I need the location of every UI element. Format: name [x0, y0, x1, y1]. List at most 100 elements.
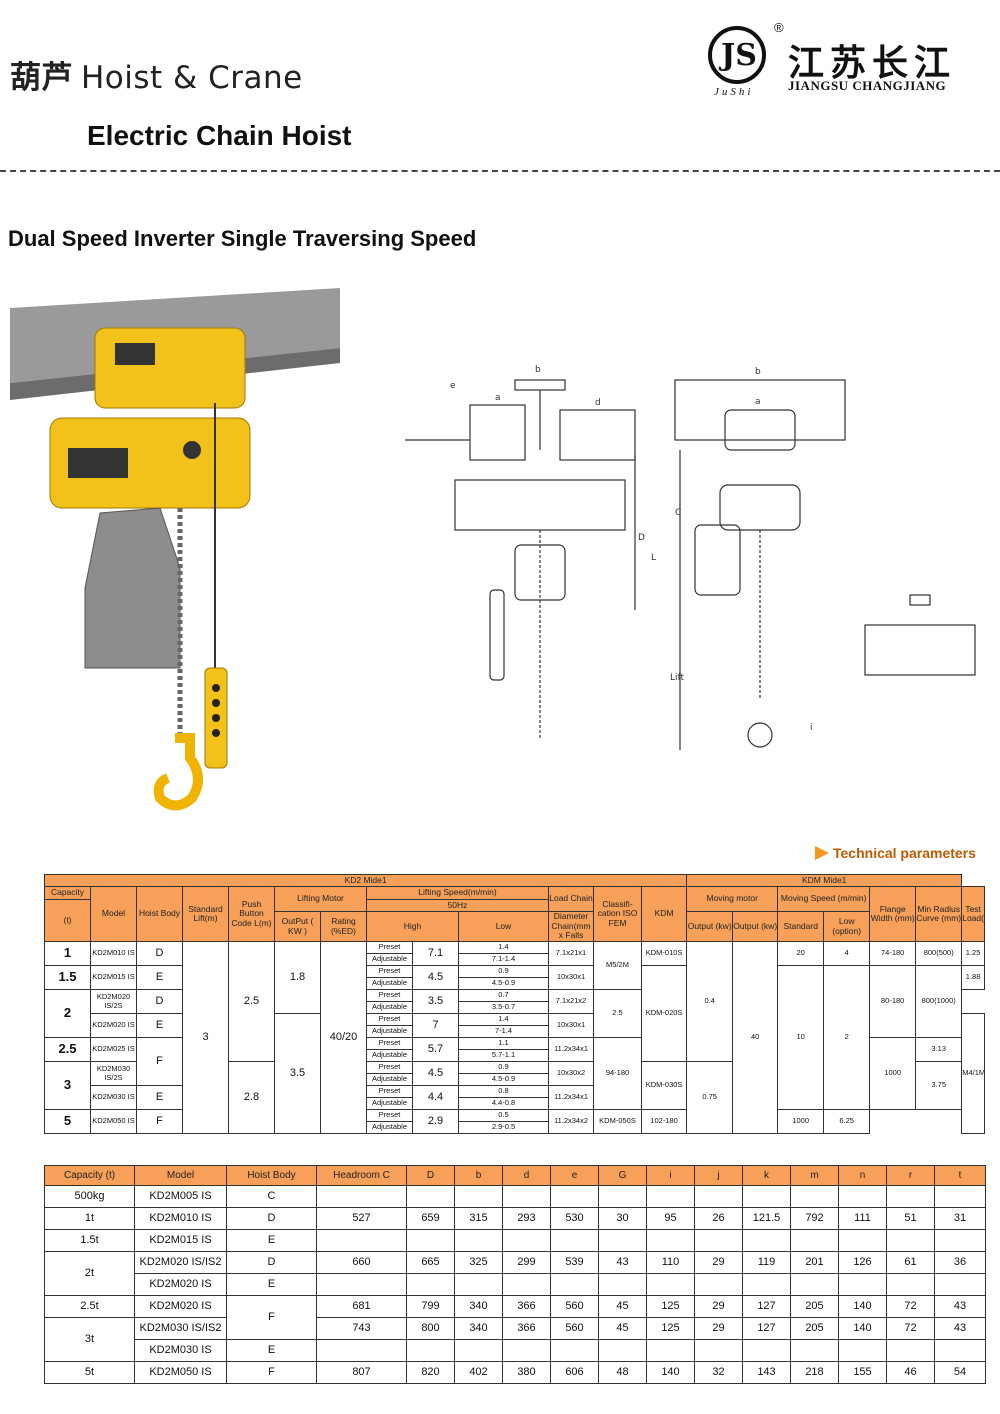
- t2-empty: [550, 1229, 599, 1252]
- t2-empty: [406, 1273, 455, 1296]
- t2-cell: 820: [406, 1361, 455, 1384]
- t2-cell: 45: [598, 1295, 647, 1318]
- high-header: High: [366, 911, 459, 942]
- dim-label-C: C: [675, 508, 681, 518]
- t2-cell: 366: [502, 1295, 551, 1318]
- preset-5: Preset: [366, 1037, 413, 1050]
- dim-label-L: L: [651, 553, 656, 563]
- t2-empty: [934, 1339, 986, 1362]
- t2-empty: [316, 1229, 407, 1252]
- t2-empty: [694, 1229, 743, 1252]
- low-preset-7: 0.8: [458, 1085, 549, 1098]
- kdm-2: KDM-020S: [640, 965, 688, 1062]
- flange-1: 74-180: [869, 941, 917, 966]
- t2-empty: [502, 1185, 551, 1208]
- mm-output2-header: Output (kw): [732, 911, 779, 942]
- t2-cell: 43: [934, 1317, 986, 1340]
- front-bag: [694, 524, 741, 596]
- rating: 40/20: [320, 941, 367, 1134]
- t2-empty: [646, 1229, 695, 1252]
- test-load-1: 1.25: [961, 941, 985, 966]
- high-2: 4.5: [412, 965, 459, 990]
- class-2: M4/1M: [961, 1013, 985, 1134]
- t2-cell: 51: [886, 1207, 935, 1230]
- t2-cap-500kg: 500kg: [44, 1185, 135, 1208]
- t2-empty: [646, 1339, 695, 1362]
- t2-body: E: [226, 1273, 317, 1296]
- model-8: KD2M050 IS: [90, 1109, 137, 1134]
- cap-6: 5: [44, 1109, 91, 1134]
- push-button-header: Push Button Code L(m): [228, 886, 275, 942]
- cap-3: 2: [44, 989, 91, 1038]
- brand-badge: [183, 441, 201, 459]
- t2-empty: [790, 1229, 839, 1252]
- speed-low-1: 4: [823, 941, 871, 966]
- t2-empty: [934, 1185, 986, 1208]
- technical-drawing: b a d e L D C Lift i b a: [405, 365, 976, 750]
- header-title-en: Hoist & Crane: [81, 60, 303, 96]
- chain-2: 10x30x1: [548, 965, 594, 990]
- logo-brand: JuShi: [714, 86, 754, 98]
- low-adj-7: 4.4-0.8: [458, 1097, 549, 1110]
- test-load-header: Test Load(t): [961, 886, 985, 942]
- t2-empty: [502, 1339, 551, 1362]
- hoist-body-header: Hoist Body: [136, 886, 183, 942]
- t2-cell: 125: [646, 1317, 695, 1340]
- t2-model: KD2M030 IS/IS2: [134, 1317, 227, 1340]
- test-load-3: 2.5: [593, 989, 642, 1038]
- t2-empty: [598, 1229, 647, 1252]
- high-3: 3.5: [412, 989, 459, 1014]
- t2-cap-1-5t: 1.5t: [44, 1229, 135, 1252]
- t2-empty: [550, 1185, 599, 1208]
- t2-header-body: Hoist Body: [226, 1165, 317, 1186]
- front-wheels: [724, 409, 796, 451]
- preset-3: Preset: [366, 989, 413, 1002]
- pendant-btn-3: [212, 714, 220, 722]
- t2-body: F: [226, 1295, 317, 1340]
- t2-empty: [838, 1273, 887, 1296]
- t2-cell: 121.5: [742, 1207, 791, 1230]
- adjustable-3: Adjustable: [366, 1001, 413, 1014]
- t2-empty: [406, 1339, 455, 1362]
- t2-empty: [646, 1273, 695, 1296]
- spec-table-kd2: KD2 Mide1 KDM Mide1 Capacity Model Hoist…: [43, 874, 985, 1134]
- kd2-group-header: KD2 Mide1: [43, 874, 688, 887]
- t2-cell: 807: [316, 1361, 407, 1384]
- t2-cap-1t: 1t: [44, 1207, 135, 1230]
- t2-header-headroom: Headroom C: [316, 1165, 407, 1186]
- t2-cell: 293: [502, 1207, 551, 1230]
- t2-cell: 155: [838, 1361, 887, 1384]
- t2-cell: 799: [406, 1295, 455, 1318]
- chain-1: 7.1x21x1: [548, 941, 594, 966]
- t2-cell: 127: [742, 1295, 791, 1318]
- adjustable-8: Adjustable: [366, 1121, 413, 1134]
- t2-model: KD2M010 IS: [134, 1207, 227, 1230]
- t2-cell: 43: [598, 1251, 647, 1274]
- t2-model: KD2M050 IS: [134, 1361, 227, 1384]
- company-logo: JS ® 江苏长江 JIANGSU CHANGJIANG JuShi: [708, 20, 988, 100]
- low-header: Low: [458, 911, 549, 942]
- hz-header: 50Hz: [366, 899, 549, 912]
- chain-5: 11.2x34x1: [548, 1037, 594, 1062]
- adjustable-5: Adjustable: [366, 1049, 413, 1062]
- speed-standard-header: Standard: [777, 911, 825, 942]
- t2-body: D: [226, 1207, 317, 1230]
- t2-cap-5t: 5t: [44, 1361, 135, 1384]
- model-3: KD2M020 IS/2S: [90, 989, 137, 1014]
- t2-cell: 380: [502, 1361, 551, 1384]
- classification-header: Classifi-cation ISO FEM: [593, 886, 642, 942]
- body-4: E: [136, 1013, 183, 1038]
- t2-empty: [406, 1185, 455, 1208]
- t2-cell: 46: [886, 1361, 935, 1384]
- hoist-body: [49, 417, 251, 509]
- t2-empty: [502, 1273, 551, 1296]
- side-gear: [559, 409, 636, 461]
- push-code-2: 2.8: [228, 1061, 275, 1134]
- t2-header-t: t: [934, 1165, 986, 1186]
- radius-3: 1000: [869, 1037, 917, 1110]
- t2-model: KD2M005 IS: [134, 1185, 227, 1208]
- lift-output-header: OutPut ( KW ): [274, 911, 321, 942]
- pendant-btn-2: [212, 699, 220, 707]
